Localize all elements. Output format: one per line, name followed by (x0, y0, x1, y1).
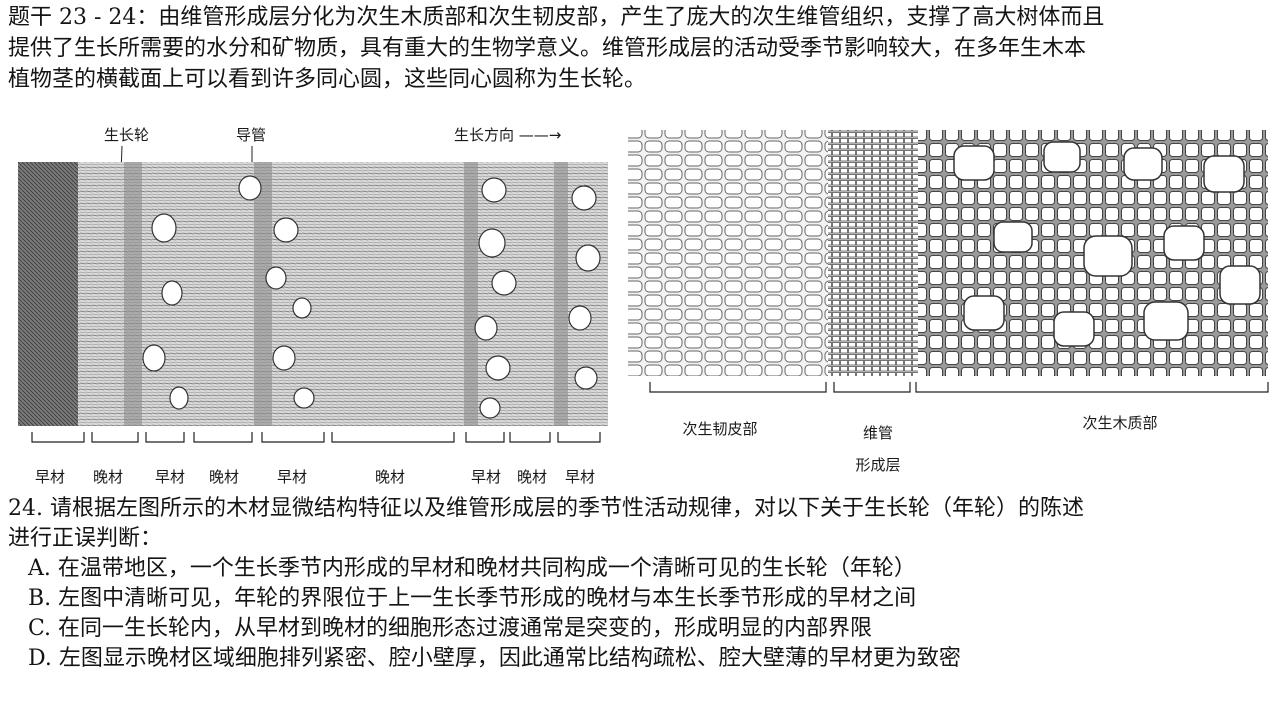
label-late-wood-3: 晚材 (375, 468, 405, 486)
label-vascular: 维管 (863, 424, 893, 442)
option-a: A. 在温带地区，一个生长季节内形成的早材和晚材共同构成一个清晰可见的生长轮（年… (28, 556, 916, 581)
cambium-region (828, 130, 918, 376)
label-cambium: 形成层 (855, 456, 900, 474)
question-24: 24. 请根据左图所示的木材显微结构特征以及维管形成层的季节性活动规律，对以下关… (8, 494, 1084, 674)
zone-brackets (31, 432, 601, 443)
label-secondary-xylem: 次生木质部 (1082, 414, 1157, 432)
intro-line-3: 植物茎的横截面上可以看到许多同心圆，这些同心圆称为生长轮。 (8, 67, 647, 92)
intro-text: 题干 23 - 24：由维管形成层分化为次生木质部和次生韧皮部，产生了庞大的次生… (8, 2, 1274, 95)
label-late-wood-2: 晚材 (209, 468, 239, 486)
intro-line-2: 提供了生长所需要的水分和矿物质，具有重大的生物学意义。维管形成层的活动受季节影响… (8, 36, 1087, 61)
phloem-region (628, 130, 828, 376)
region-brackets (649, 382, 1269, 393)
option-d: D. 左图显示晚材区域细胞排列紧密、腔小壁厚，因此通常比结构疏松、腔大壁薄的早材… (28, 646, 961, 671)
label-early-wood-2: 早材 (155, 468, 185, 486)
label-late-wood-1: 晚材 (93, 468, 123, 486)
intro-line-1: 题干 23 - 24：由维管形成层分化为次生木质部和次生韧皮部，产生了庞大的次生… (8, 5, 1105, 30)
wood-micrograph-figure: 生长轮 导管 生长方向 ——→ 早材 晚材 早材 晚材 早材 晚材 早材 晚材 (14, 118, 616, 490)
question-stem-line-1: 24. 请根据左图所示的木材显微结构特征以及维管形成层的季节性活动规律，对以下关… (8, 496, 1084, 521)
question-stem-line-2: 进行正误判断： (8, 526, 163, 551)
label-growth-ring: 生长轮 (104, 126, 149, 144)
label-growth-direction: 生长方向 ——→ (454, 126, 561, 144)
label-early-wood-1: 早材 (35, 468, 65, 486)
label-vessel: 导管 (236, 126, 266, 144)
vessel-cells (142, 175, 601, 419)
label-late-wood-4: 晚材 (517, 468, 547, 486)
label-early-wood-5: 早材 (565, 468, 595, 486)
label-early-wood-3: 早材 (277, 468, 307, 486)
micrograph-body (18, 162, 608, 426)
label-secondary-phloem: 次生韧皮部 (682, 420, 757, 438)
option-b: B. 左图中清晰可见，年轮的界限位于上一生长季节形成的晚材与本生长季节形成的早材… (28, 586, 917, 611)
xylem-vessels (953, 141, 1261, 347)
cambium-illustration-figure: 次生韧皮部 维管 形成层 次生木质部 (624, 126, 1272, 476)
option-c: C. 在同一生长轮内，从早材到晚材的细胞形态过渡通常是突变的，形成明显的内部界限 (28, 616, 873, 641)
label-early-wood-4: 早材 (471, 468, 501, 486)
